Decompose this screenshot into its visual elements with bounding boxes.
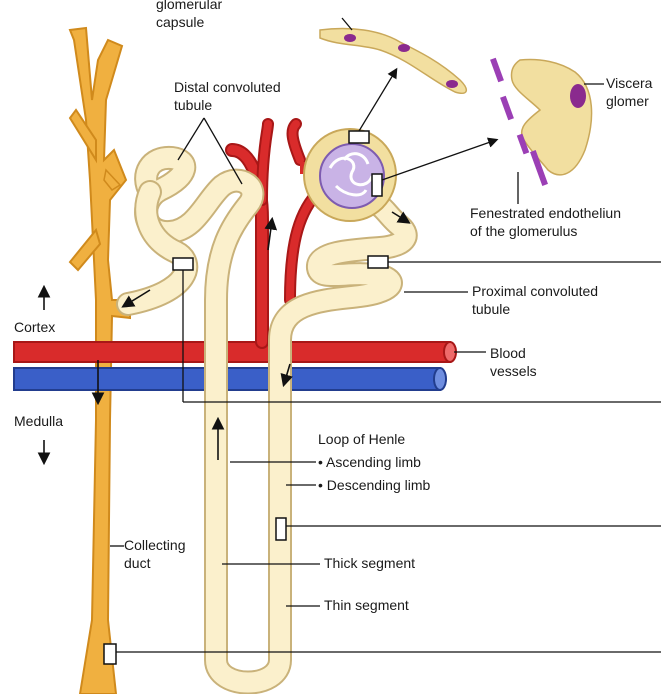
visceral-layer (490, 58, 591, 186)
blood-vessels-label: Blood vessels (490, 344, 537, 380)
distal-tubule-label: Distal convoluted tubule (174, 78, 281, 114)
medulla-label: Medulla (14, 412, 63, 430)
capsule-cells (320, 29, 466, 94)
glomerular-capsule-label: glomerular capsule (156, 4, 222, 31)
collecting-duct-label-line2: duct (124, 554, 185, 572)
proximal-tubule-label-line2: tubule (472, 300, 598, 318)
visceral-label-line2: glomer (606, 92, 652, 110)
visceral-label: Viscera glomer (606, 74, 652, 110)
glomerular-capsule-label-line1: glomerular (156, 0, 222, 13)
blood-vessels-label-line2: vessels (490, 362, 537, 380)
thick-segment-label: Thick segment (324, 554, 415, 572)
proximal-tubule-label: Proximal convoluted tubule (472, 282, 598, 318)
glomerular-capsule (304, 129, 396, 221)
glomerular-capsule-label-line2: capsule (156, 13, 222, 31)
descending-limb-label: • Descending limb (318, 476, 430, 494)
ascending-limb-label: • Ascending limb (318, 453, 421, 471)
distal-tubule-label-line2: tubule (174, 96, 281, 114)
fenestrated-label-line2: of the glomerulus (470, 222, 621, 240)
blood-vessels (14, 342, 456, 390)
cortex-label: Cortex (14, 318, 55, 336)
fenestrated-label: Fenestrated endotheliun of the glomerulu… (470, 204, 621, 240)
fenestrated-label-line1: Fenestrated endotheliun (470, 204, 621, 222)
visceral-label-line1: Viscera (606, 74, 652, 92)
proximal-tubule-label-line1: Proximal convoluted (472, 282, 598, 300)
loop-of-henle-title: Loop of Henle (318, 430, 405, 448)
distal-tubule-label-line1: Distal convoluted (174, 78, 281, 96)
collecting-duct-label: Collecting duct (124, 536, 185, 572)
collecting-duct-label-line1: Collecting (124, 536, 185, 554)
thin-segment-label: Thin segment (324, 596, 409, 614)
blood-vessels-label-line1: Blood (490, 344, 537, 362)
